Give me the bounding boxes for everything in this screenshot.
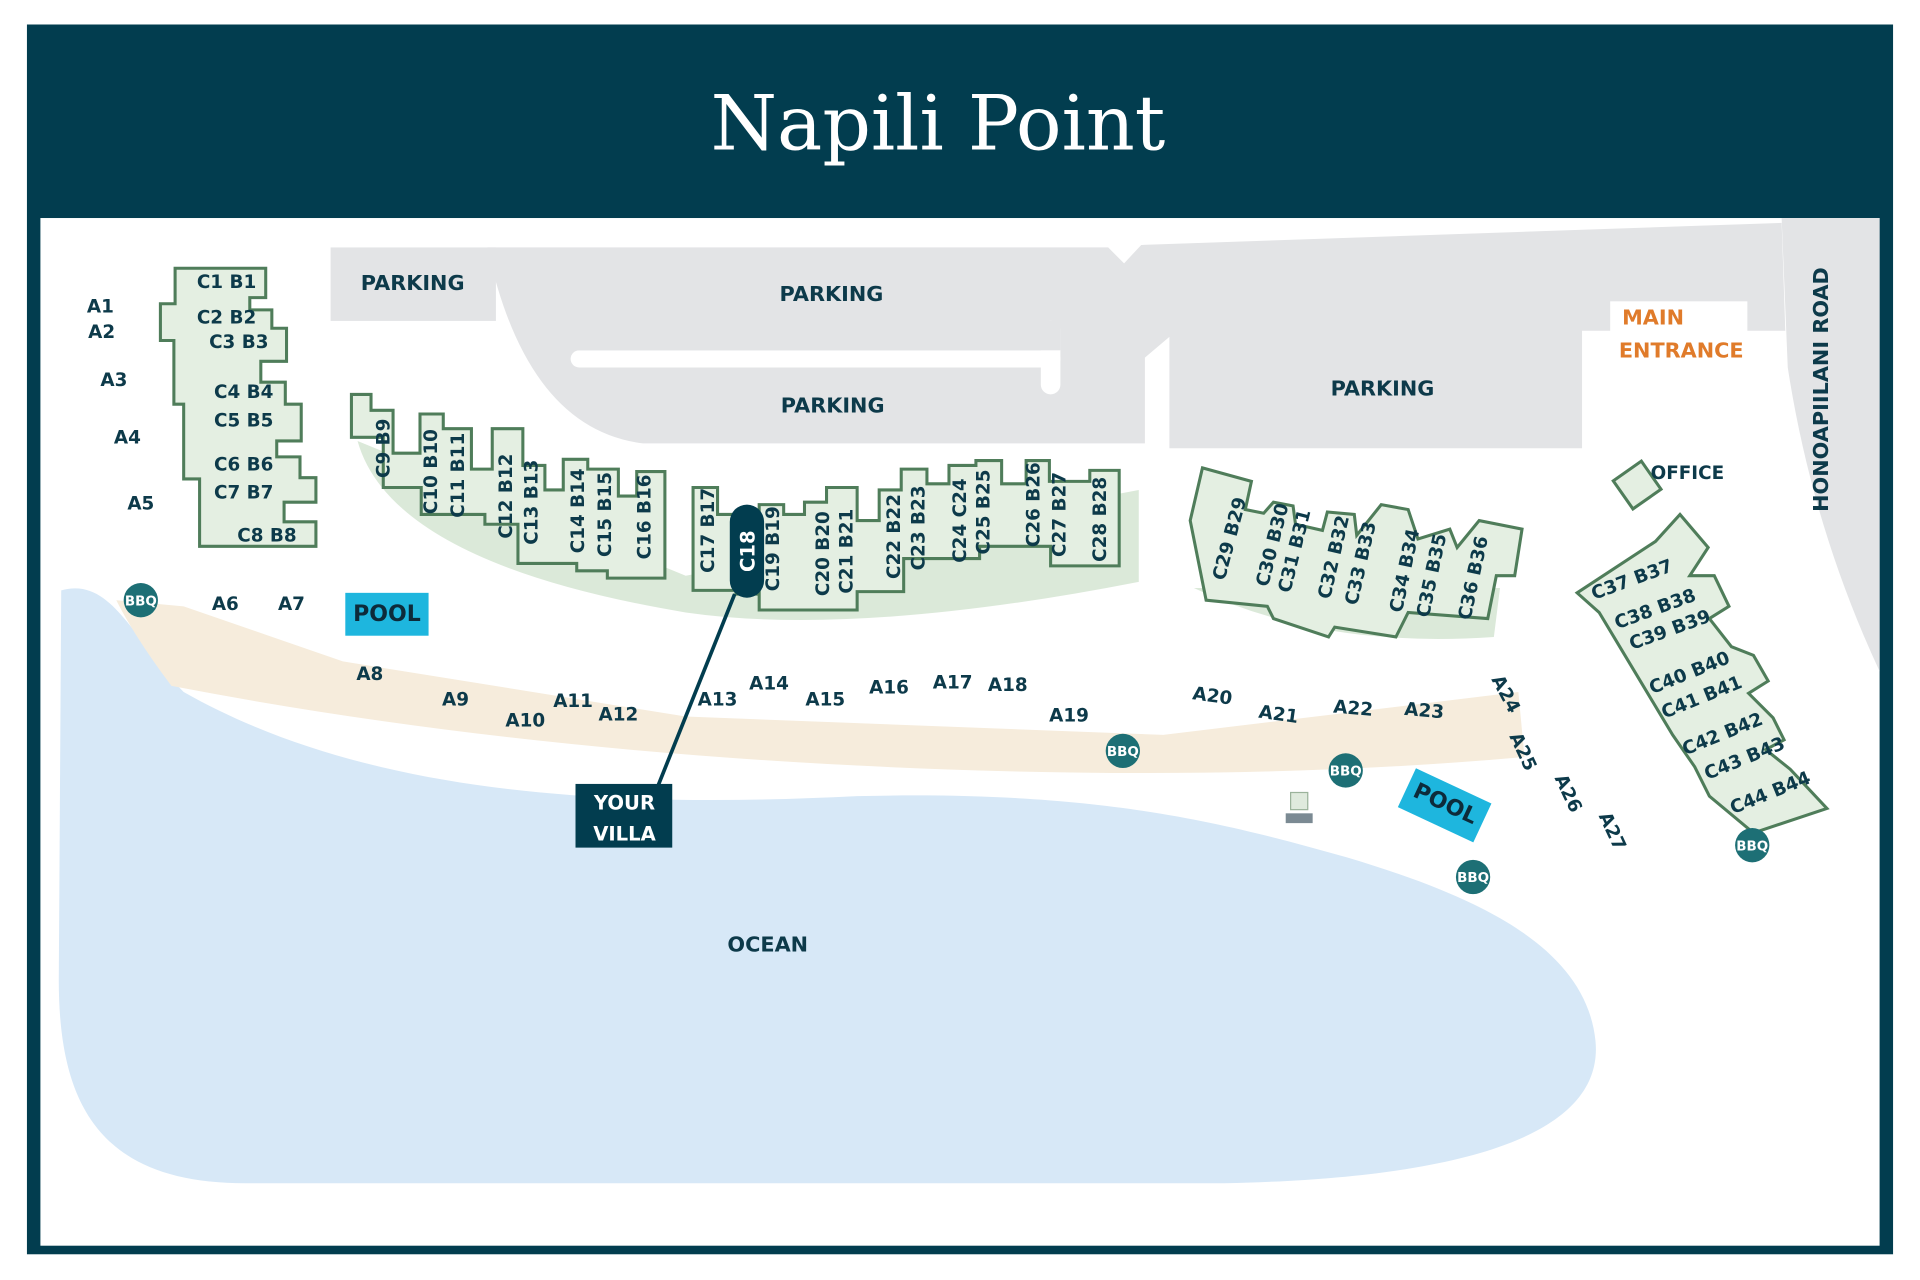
unit-label-cb: C19 B19 [763, 506, 784, 591]
unit-label-cb: C6 B6 [214, 454, 273, 475]
buildings [158, 266, 1830, 835]
bbq-marker[interactable] [123, 583, 158, 618]
parking-label: PARKING [1331, 377, 1435, 401]
unit-label-cb: C1 B1 [197, 272, 256, 293]
main-entrance-label: ENTRANCE [1619, 339, 1744, 363]
unit-label-cb: C16 B16 [634, 474, 655, 559]
unit-label-cb: C7 B7 [214, 483, 273, 504]
unit-label-cb: C15 B15 [595, 472, 616, 557]
your-villa-line2: VILLA [593, 822, 656, 845]
unit-label-a: A16 [869, 677, 909, 698]
bbq-marker[interactable] [1328, 753, 1363, 788]
unit-label-a: A4 [114, 428, 141, 449]
unit-label-cb: C21 B21 [836, 509, 857, 594]
unit-label-cb: C24 C24 [950, 478, 971, 562]
pool-west[interactable] [345, 592, 429, 636]
unit-label-a: A14 [749, 674, 789, 695]
bench-icon [1285, 813, 1313, 824]
bbq-label: BBQ [1107, 744, 1139, 760]
main-entrance-label: MAIN [1622, 305, 1684, 329]
road [1781, 218, 1880, 672]
unit-label-cb: C27 B27 [1049, 472, 1070, 557]
unit-label-a: A17 [933, 672, 973, 693]
map-title: Napili Point [711, 79, 1166, 167]
parking-lot-west [330, 247, 496, 321]
unit-label-cb: C5 B5 [214, 410, 273, 431]
parking-label: PARKING [361, 271, 465, 295]
unit-label-a: A18 [988, 675, 1028, 696]
unit-label-a: A1 [87, 296, 114, 317]
pool-label: POOL [353, 602, 421, 627]
unit-label-a: A23 [1403, 699, 1444, 723]
unit-label-cb: C11 B11 [448, 433, 469, 518]
parking-label: PARKING [781, 394, 885, 418]
unit-label-a: A6 [212, 594, 239, 615]
office-label: OFFICE [1651, 463, 1725, 484]
road-label: HONOAPIILANI ROAD [1809, 267, 1833, 512]
unit-label-a: A3 [100, 370, 127, 391]
planter-icon [1290, 791, 1309, 811]
parking-lot-main [487, 222, 1786, 449]
pool-east[interactable] [1397, 768, 1492, 843]
sand [116, 600, 1525, 773]
unit-label-a: A21 [1257, 702, 1299, 728]
parking-divider [570, 350, 1061, 368]
your-villa-unit-marker[interactable] [729, 504, 765, 598]
your-villa-pointer [654, 593, 737, 791]
unit-label-a: A8 [356, 664, 383, 685]
building-row-1 [349, 392, 667, 580]
building-row-4 [1574, 512, 1830, 835]
unit-label-cb: C22 B22 [884, 494, 905, 579]
your-villa-unit: C18 [736, 530, 759, 572]
unit-label-cb: C12 B12 [496, 454, 517, 539]
unit-label-a: A2 [88, 322, 115, 343]
unit-label-a: A12 [598, 704, 638, 725]
unit-label-a: A7 [278, 594, 305, 615]
bbq-label: BBQ [125, 593, 157, 609]
unit-label-cb: C23 B23 [909, 485, 930, 570]
main-entrance-bg [1610, 301, 1748, 368]
unit-label-cb: C2 B2 [197, 307, 256, 328]
unit-label-a: A11 [553, 691, 593, 712]
parking-label: PARKING [780, 282, 884, 306]
bbq-label: BBQ [1736, 838, 1768, 854]
building-row-2 [691, 459, 1121, 612]
ocean [58, 588, 1596, 1184]
ocean-label: OCEAN [727, 933, 808, 957]
parking-divider-3 [570, 320, 1061, 351]
unit-label-cb: C17 B17 [698, 488, 719, 573]
unit-label-cb: C14 B14 [568, 468, 589, 553]
your-villa-badge [575, 783, 673, 848]
unit-label-a: A22 [1332, 697, 1373, 721]
unit-label-cb: C13 B13 [522, 460, 543, 545]
unit-label-cb: C8 B8 [237, 525, 296, 546]
parking-areas [330, 218, 1880, 672]
bbq-marker[interactable] [1455, 859, 1491, 895]
building-row-3 [1188, 466, 1524, 639]
unit-label-cb: C3 B3 [209, 332, 268, 353]
unit-label-cb: C9 B9 [373, 419, 394, 478]
unit-label-cb: C10 B10 [421, 429, 442, 514]
bbq-label: BBQ [1457, 870, 1489, 886]
unit-label-a: A20 [1191, 683, 1233, 709]
building-west [158, 266, 318, 548]
office-building [1611, 459, 1664, 512]
unit-label-a: A10 [505, 710, 545, 731]
unit-label-a: A15 [805, 690, 845, 711]
unit-label-a: A5 [127, 494, 154, 515]
your-villa-line1: YOUR [593, 792, 655, 815]
unit-label-cb: C26 B26 [1024, 462, 1045, 547]
bbq-marker[interactable] [1735, 828, 1770, 863]
unit-label-cb: C25 B25 [973, 470, 994, 555]
unit-label-a: A9 [442, 690, 469, 711]
unit-label-cb: C4 B4 [214, 382, 273, 403]
unit-label-a: A13 [698, 690, 738, 711]
bbq-label: BBQ [1330, 764, 1362, 780]
unit-label-a: A19 [1049, 706, 1089, 727]
unit-label-cb: C28 B28 [1090, 477, 1111, 562]
bbq-marker[interactable] [1105, 733, 1140, 768]
unit-label-cb: C20 B20 [813, 511, 834, 596]
